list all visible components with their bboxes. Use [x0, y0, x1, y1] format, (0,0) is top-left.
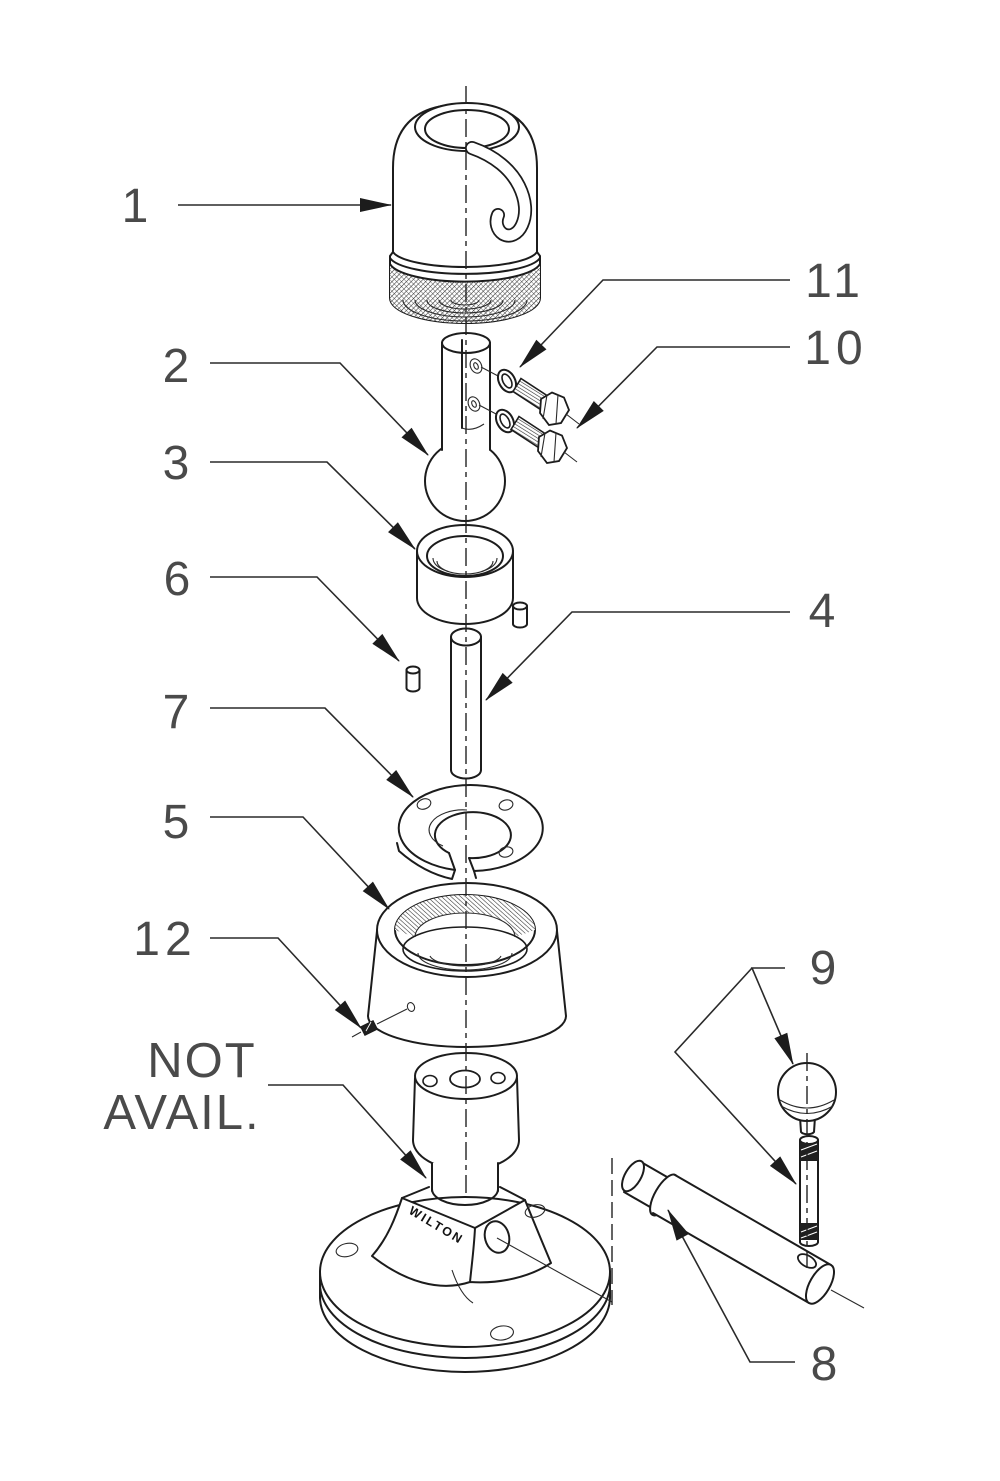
- set-screw-hole: [406, 1002, 416, 1012]
- c-washer-hole-2: [498, 799, 514, 811]
- mount-hole-left: [335, 1242, 359, 1258]
- base-assembly: WILTON: [319, 1186, 613, 1373]
- boss-hole-right: [490, 1071, 506, 1085]
- not-avail-label-line2: AVAIL.: [103, 1086, 260, 1140]
- pin-right: [512, 601, 528, 611]
- callout-labels: 1 2 3 4 5 6 7 8 9 10 11 12 NOT AVAIL.: [103, 180, 867, 1391]
- callout-2-label: 2: [163, 340, 190, 393]
- pedestal-top-edges: [401, 1186, 526, 1229]
- leader-9a: [750, 967, 794, 1065]
- leader-11: [519, 279, 790, 368]
- part-11-lock-washers: [478, 366, 518, 434]
- collar-counterbore: [402, 926, 528, 972]
- cap-hook-slot: [466, 142, 531, 241]
- stud-top: [799, 1135, 819, 1145]
- part-10-hex-bolts: [509, 377, 580, 464]
- part-3-bushing: [416, 524, 514, 625]
- leader-12: [210, 937, 362, 1029]
- bolt-axis-line: [478, 366, 501, 416]
- c-washer-hole-3: [498, 846, 514, 858]
- part-2-ball-stud: [424, 332, 506, 522]
- callout-11-label: 11: [805, 255, 865, 308]
- leader-10: [576, 346, 790, 429]
- collar-threads: [395, 895, 535, 937]
- bolt-2-head: [537, 429, 569, 464]
- leader-4: [485, 611, 790, 701]
- mount-hole-right: [524, 1204, 546, 1218]
- not-avail-label-line1: NOT: [147, 1034, 256, 1088]
- callout-9-label: 9: [810, 942, 837, 995]
- mount-hole-front: [490, 1325, 514, 1341]
- leader-9b: [673, 967, 797, 1185]
- leader-2: [210, 362, 429, 456]
- handle-bar-hole: [483, 1220, 511, 1254]
- callout-10-label: 10: [804, 322, 867, 375]
- leader-8: [667, 1209, 795, 1363]
- leader-lines: [178, 198, 797, 1363]
- leader-6: [210, 576, 400, 662]
- leader-3: [210, 461, 416, 550]
- stud-hole-upper: [469, 358, 483, 374]
- bushing-bore: [426, 535, 504, 577]
- leader-7: [210, 707, 414, 798]
- boss-center-hole: [449, 1069, 481, 1089]
- c-washer-outer-edge: [397, 784, 544, 872]
- cap-step-line-2: [389, 257, 541, 275]
- bolt-1-head: [539, 391, 571, 426]
- leader-not-avail: [268, 1084, 427, 1179]
- boss-neck: [431, 1162, 499, 1192]
- callout-5-label: 5: [163, 796, 190, 849]
- part-8-handle-bar: [621, 1159, 865, 1309]
- stud-thread-top: [800, 1143, 818, 1161]
- callout-7-label: 7: [163, 686, 190, 739]
- cap-step-line: [392, 251, 538, 269]
- handle-hole-axis-line: [496, 1237, 613, 1303]
- c-washer-hole-1: [416, 798, 432, 810]
- callout-6-label: 6: [164, 553, 191, 606]
- callout-1-label: 1: [122, 180, 149, 233]
- boss-hole-left: [422, 1074, 438, 1088]
- handle-small-end: [621, 1159, 645, 1193]
- callout-12-label: 12: [133, 913, 196, 966]
- part-5-collar: [367, 882, 567, 1048]
- set-screw-axis: [351, 1008, 408, 1038]
- ball: [424, 440, 506, 522]
- callout-4-label: 4: [809, 585, 836, 638]
- c-washer-thickness: [396, 842, 456, 880]
- cap-knurl-band: [390, 264, 540, 323]
- set-screw: [359, 1019, 379, 1037]
- bushing-top-rim: [416, 524, 514, 578]
- callout-8-label: 8: [811, 1338, 838, 1391]
- base-plate-rim: [319, 1283, 611, 1373]
- pin-left: [405, 665, 421, 675]
- cap-thread-rings: [402, 299, 528, 322]
- part-1-cap: [389, 102, 541, 324]
- callout-3-label: 3: [163, 437, 190, 490]
- leader-5: [210, 816, 390, 910]
- pedestal-faces: [371, 1197, 552, 1287]
- part-7-c-washer: [395, 784, 544, 880]
- part-6-pins: [405, 601, 528, 693]
- handle-end-face: [805, 1263, 835, 1305]
- stud-hole-lower: [467, 396, 481, 412]
